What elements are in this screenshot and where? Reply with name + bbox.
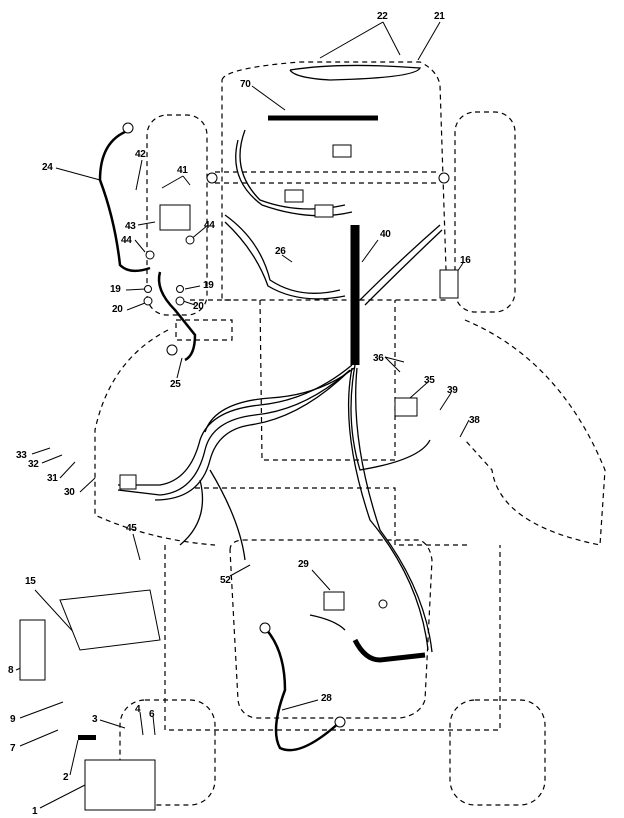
part-label-31: 31 — [47, 473, 58, 484]
part-label-43: 43 — [125, 221, 136, 232]
part-label-20: 20 — [193, 301, 204, 312]
part-label-70: 70 — [240, 79, 251, 90]
part-label-8: 8 — [8, 665, 14, 676]
fuse-link — [78, 735, 96, 740]
part-label-42: 42 — [135, 149, 146, 160]
part-label-7: 7 — [10, 743, 16, 754]
part-label-16: 16 — [460, 255, 471, 266]
part-label-22: 22 — [377, 11, 388, 22]
part-label-35: 35 — [424, 375, 435, 386]
part-label-39: 39 — [447, 385, 458, 396]
part-label-21: 21 — [434, 11, 445, 22]
part-label-44: 44 — [204, 220, 215, 231]
part-label-41: 41 — [177, 165, 188, 176]
part-label-26: 26 — [275, 246, 286, 257]
part-label-44: 44 — [121, 235, 132, 246]
part-label-4: 4 — [135, 704, 141, 715]
part-label-1: 1 — [32, 806, 38, 817]
part-label-24: 24 — [42, 162, 53, 173]
components — [19, 122, 459, 811]
part-label-15: 15 — [25, 576, 36, 587]
part-label-6: 6 — [149, 709, 155, 720]
part-label-36: 36 — [373, 353, 384, 364]
part-label-33: 33 — [16, 450, 27, 461]
part-label-2: 2 — [63, 772, 69, 783]
part-label-9: 9 — [10, 714, 16, 725]
part-label-20: 20 — [112, 304, 123, 315]
harness-wires — [98, 64, 443, 752]
part-label-28: 28 — [321, 693, 332, 704]
part-label-38: 38 — [469, 415, 480, 426]
part-label-29: 29 — [298, 559, 309, 570]
part-label-19: 19 — [203, 280, 214, 291]
part-label-30: 30 — [64, 487, 75, 498]
part-label-32: 32 — [28, 459, 39, 470]
part-label-19: 19 — [110, 284, 121, 295]
part-label-52: 52 — [220, 575, 231, 586]
part-label-25: 25 — [170, 379, 181, 390]
part-label-40: 40 — [380, 229, 391, 240]
leader-lines — [15, 21, 470, 809]
part-label-45: 45 — [126, 523, 137, 534]
part-label-3: 3 — [92, 714, 98, 725]
